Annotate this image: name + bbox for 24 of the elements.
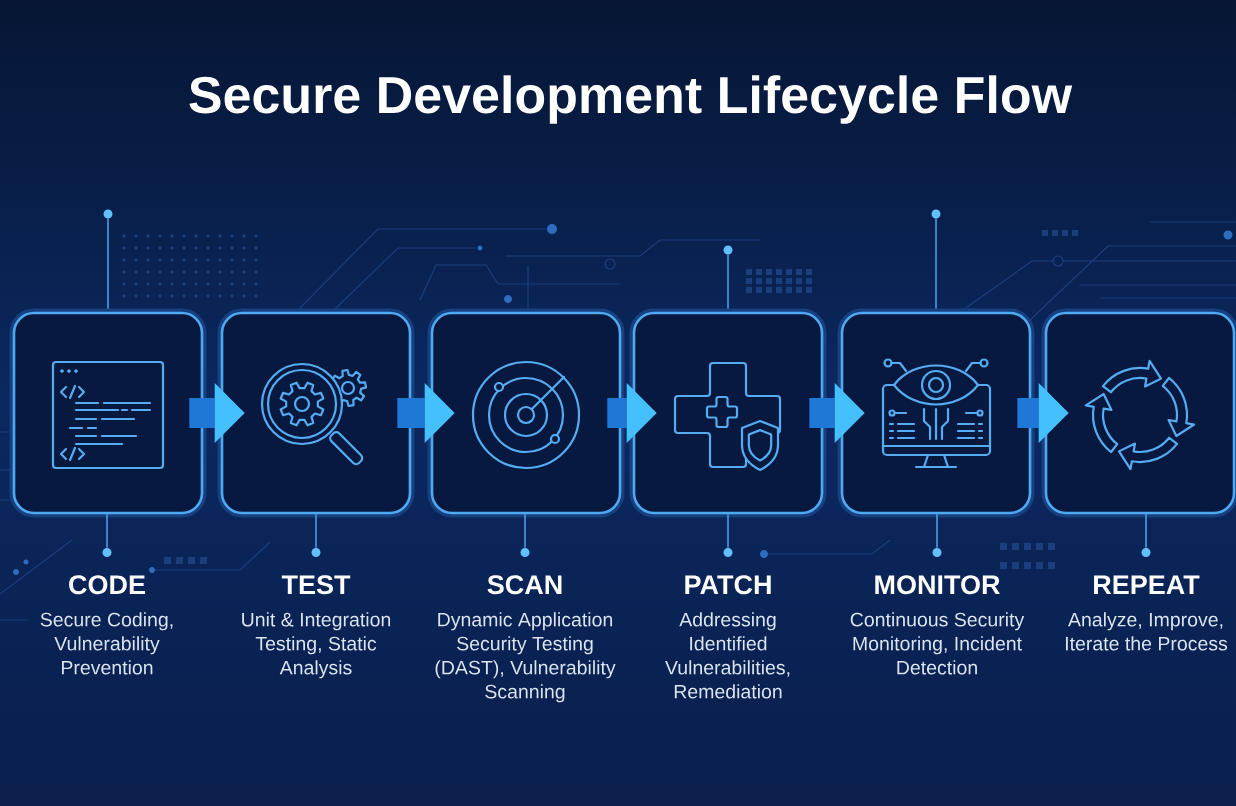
leader-line xyxy=(106,513,108,549)
step-description: Addressing Identified Vulnerabilities, Remediation xyxy=(665,612,790,699)
step-description: Unit & Integration Testing, Static Analysis xyxy=(242,612,391,679)
step-title: CODE xyxy=(69,575,145,595)
step-description: Secure Coding, Vulnerability Prevention xyxy=(40,612,173,675)
leader-line xyxy=(524,513,526,549)
arrow xyxy=(1017,383,1069,443)
step-description: Dynamic Application Security Testing (DAST), Vulnerability Scanning xyxy=(435,612,616,703)
leader-line xyxy=(315,513,317,549)
step-description: Continuous Security Monitoring, Incident Detection xyxy=(850,612,1025,675)
leader-line xyxy=(936,513,938,549)
arrow xyxy=(607,383,657,443)
step-title: REPEAT xyxy=(1094,575,1200,594)
step-title: PATCH xyxy=(685,575,771,595)
step-title: SCAN xyxy=(487,575,562,595)
arrow xyxy=(189,383,245,443)
step-title: TEST xyxy=(281,575,351,595)
title: Secure Development Lifecycle Flow xyxy=(189,75,1073,124)
leader-line xyxy=(1145,513,1147,549)
arrow xyxy=(397,383,455,443)
step-description: Analyze, Improve, Iterate the Process xyxy=(1066,612,1228,651)
step-title: MONITOR xyxy=(875,575,1000,595)
leader-line xyxy=(727,513,729,549)
arrow xyxy=(809,383,865,443)
